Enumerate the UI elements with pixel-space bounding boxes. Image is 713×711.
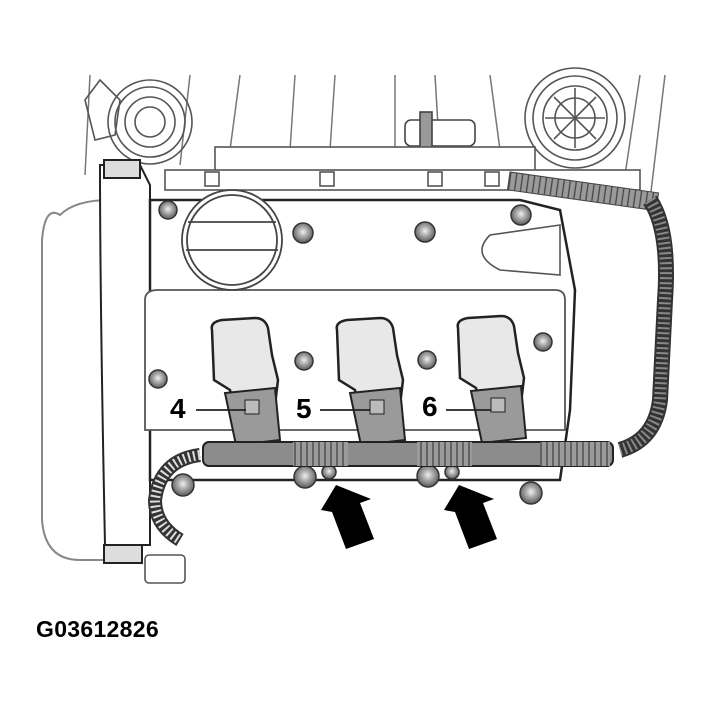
arrow-left-icon: [321, 485, 374, 549]
arrow-right-icon: [444, 485, 497, 549]
ignition-coil-5[interactable]: [335, 316, 407, 447]
solenoid-valve: [404, 111, 476, 155]
callout-4: 4: [170, 393, 186, 424]
right-pulley: [524, 67, 626, 169]
cover-bolts: [148, 200, 553, 505]
intake-manifold-lines: [84, 74, 666, 201]
timing-belt-cover: [41, 159, 151, 564]
callout-6: 6: [422, 391, 438, 422]
ignition-coil-6[interactable]: [456, 314, 528, 445]
oil-filler-cap: [181, 189, 283, 291]
ignition-coil-4[interactable]: [210, 316, 282, 447]
callout-5: 5: [296, 393, 312, 424]
lower-fitting: [144, 554, 186, 584]
figure-id: G03612826: [36, 616, 159, 642]
wire-harness-right: [617, 195, 674, 458]
coil-wiring-rail: [202, 441, 614, 467]
left-pulley: [84, 78, 193, 165]
